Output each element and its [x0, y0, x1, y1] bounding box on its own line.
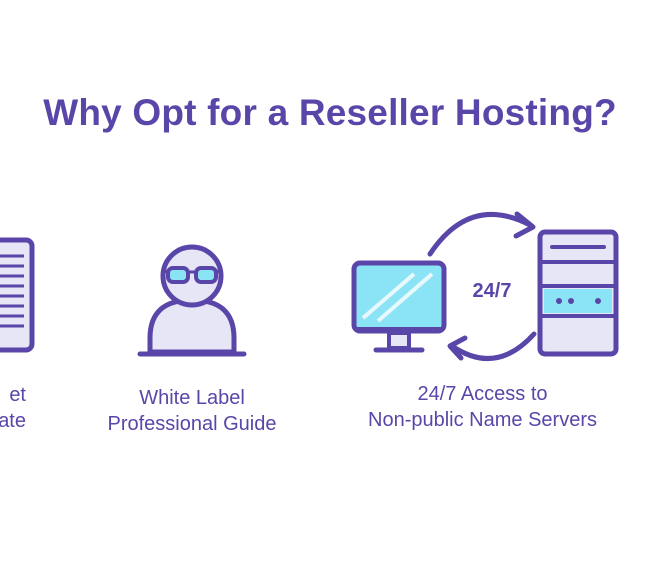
- feature-caption-line: et: [9, 384, 26, 406]
- person-sunglasses-icon: [137, 244, 247, 357]
- feature-caption-line: 24/7 Access to: [417, 383, 548, 405]
- always-on-badge: 24/7: [473, 280, 512, 302]
- server-icon: [537, 229, 619, 357]
- feature-caption-white-label: White Label Professional Guide: [82, 385, 302, 437]
- feature-caption-name-servers: 24/7 Access to Non-public Name Servers: [340, 381, 625, 433]
- feature-caption-left: et ate: [0, 382, 26, 434]
- feature-caption-line: ate: [0, 410, 26, 432]
- monitor-server-sync-icon: 24/7: [351, 211, 619, 361]
- feature-caption-line: Non-public Name Servers: [368, 409, 597, 431]
- feature-caption-line: White Label: [139, 387, 245, 409]
- monitor-icon: [351, 260, 447, 353]
- feature-caption-line: Professional Guide: [107, 413, 277, 435]
- page-title: Why Opt for a Reseller Hosting?: [43, 92, 617, 133]
- sync-arrows-icon: [427, 211, 537, 361]
- document-icon: [0, 237, 35, 353]
